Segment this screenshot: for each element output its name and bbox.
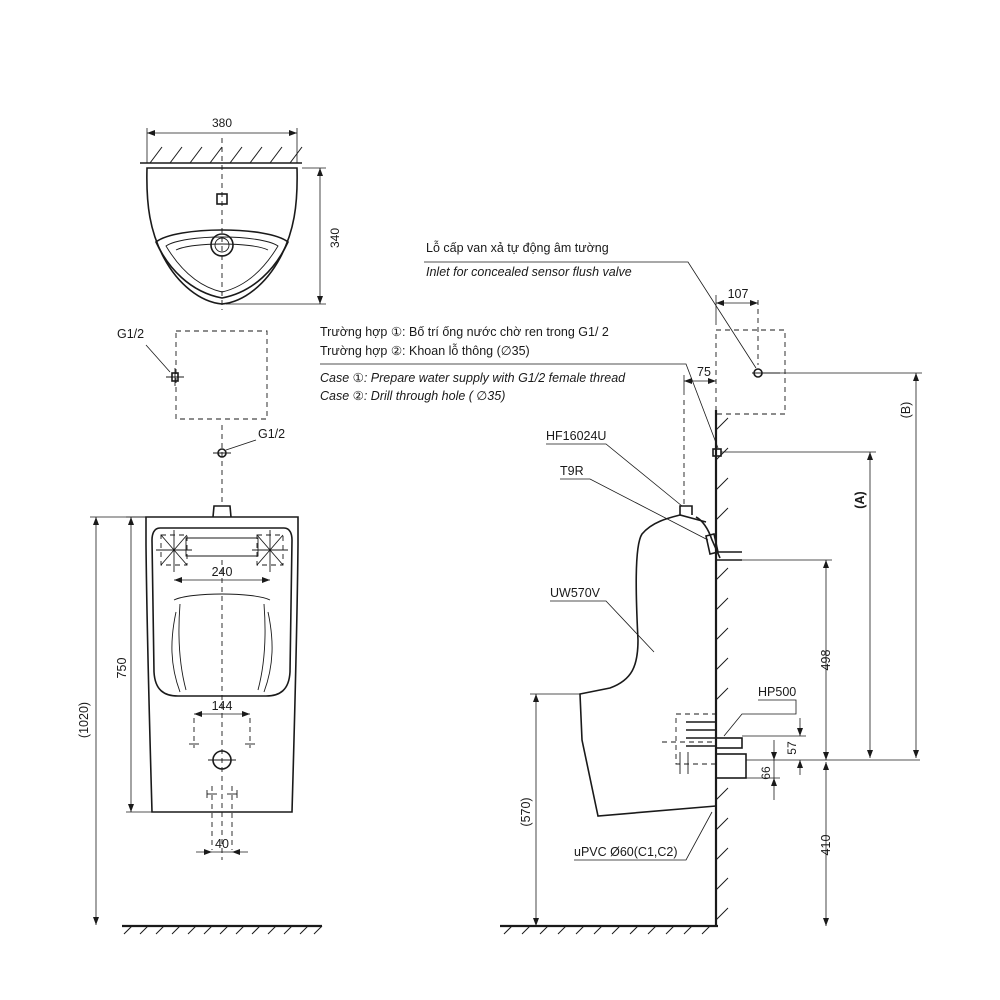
- bracket-right: [252, 530, 288, 572]
- label-inlet-en: Inlet for concealed sensor flush valve: [426, 265, 632, 279]
- label-upvc: uPVC Ø60(C1,C2): [574, 845, 678, 859]
- front-view-outline: [145, 516, 299, 813]
- top-view-outline: [146, 167, 298, 305]
- dim-410: 410: [819, 835, 833, 856]
- dim-107: 107: [728, 287, 749, 301]
- dim-66: 66: [759, 766, 773, 780]
- label-case1-en: Case ①: Prepare water supply with G1/2 f…: [320, 371, 626, 385]
- flush-valve-box-side: [715, 329, 786, 415]
- label-case1-vn: Trường hợp ①: Bố trí ống nước chờ ren tr…: [320, 325, 609, 339]
- side-view: 107 75: [320, 261, 922, 935]
- dim-57: 57: [785, 741, 799, 755]
- bracket-left: [156, 530, 192, 572]
- dim-498: 498: [819, 650, 833, 671]
- dim-144: 144: [212, 699, 233, 713]
- side-wall-hatch: [715, 417, 729, 921]
- top-view-drain: [210, 233, 234, 257]
- dim-750: 750: [115, 658, 129, 679]
- flush-valve-box-front: [175, 330, 268, 420]
- dim-b: (B): [899, 402, 913, 419]
- top-view-inlet: [216, 193, 228, 205]
- front-view: G1/2 G1/2: [77, 327, 323, 935]
- label-hf16024u: HF16024U: [546, 429, 606, 443]
- label-inlet-vn: Lỗ cấp van xả tự động âm tường: [426, 240, 609, 255]
- top-view-bowl: [155, 229, 289, 299]
- front-floor-hatch: [123, 925, 323, 935]
- dim-380: 380: [212, 116, 232, 130]
- side-floor-hatch: [503, 925, 711, 935]
- label-hp500: HP500: [758, 685, 796, 699]
- top-wall-hatch: [149, 146, 303, 164]
- dim-a: (A): [853, 491, 867, 508]
- label-t9r: T9R: [560, 464, 584, 478]
- dim-1020: (1020): [77, 702, 91, 738]
- top-view: 380 340: [140, 116, 342, 310]
- label-case2-en: Case ②: Drill through hole ( ∅35): [320, 389, 505, 403]
- hp500-drain: [662, 713, 747, 779]
- label-case2-vn: Trường hợp ②: Khoan lỗ thông (∅35): [320, 343, 530, 358]
- label-uw570v: UW570V: [550, 586, 601, 600]
- label-g12-bottom: G1/2: [258, 427, 285, 441]
- dim-75: 75: [697, 365, 711, 379]
- front-view-bowl: [151, 527, 293, 697]
- side-view-outline: [579, 514, 717, 817]
- dim-340: 340: [328, 228, 342, 248]
- dim-40: 40: [215, 837, 229, 851]
- label-g12-top: G1/2: [117, 327, 144, 341]
- dim-570: (570): [519, 797, 533, 826]
